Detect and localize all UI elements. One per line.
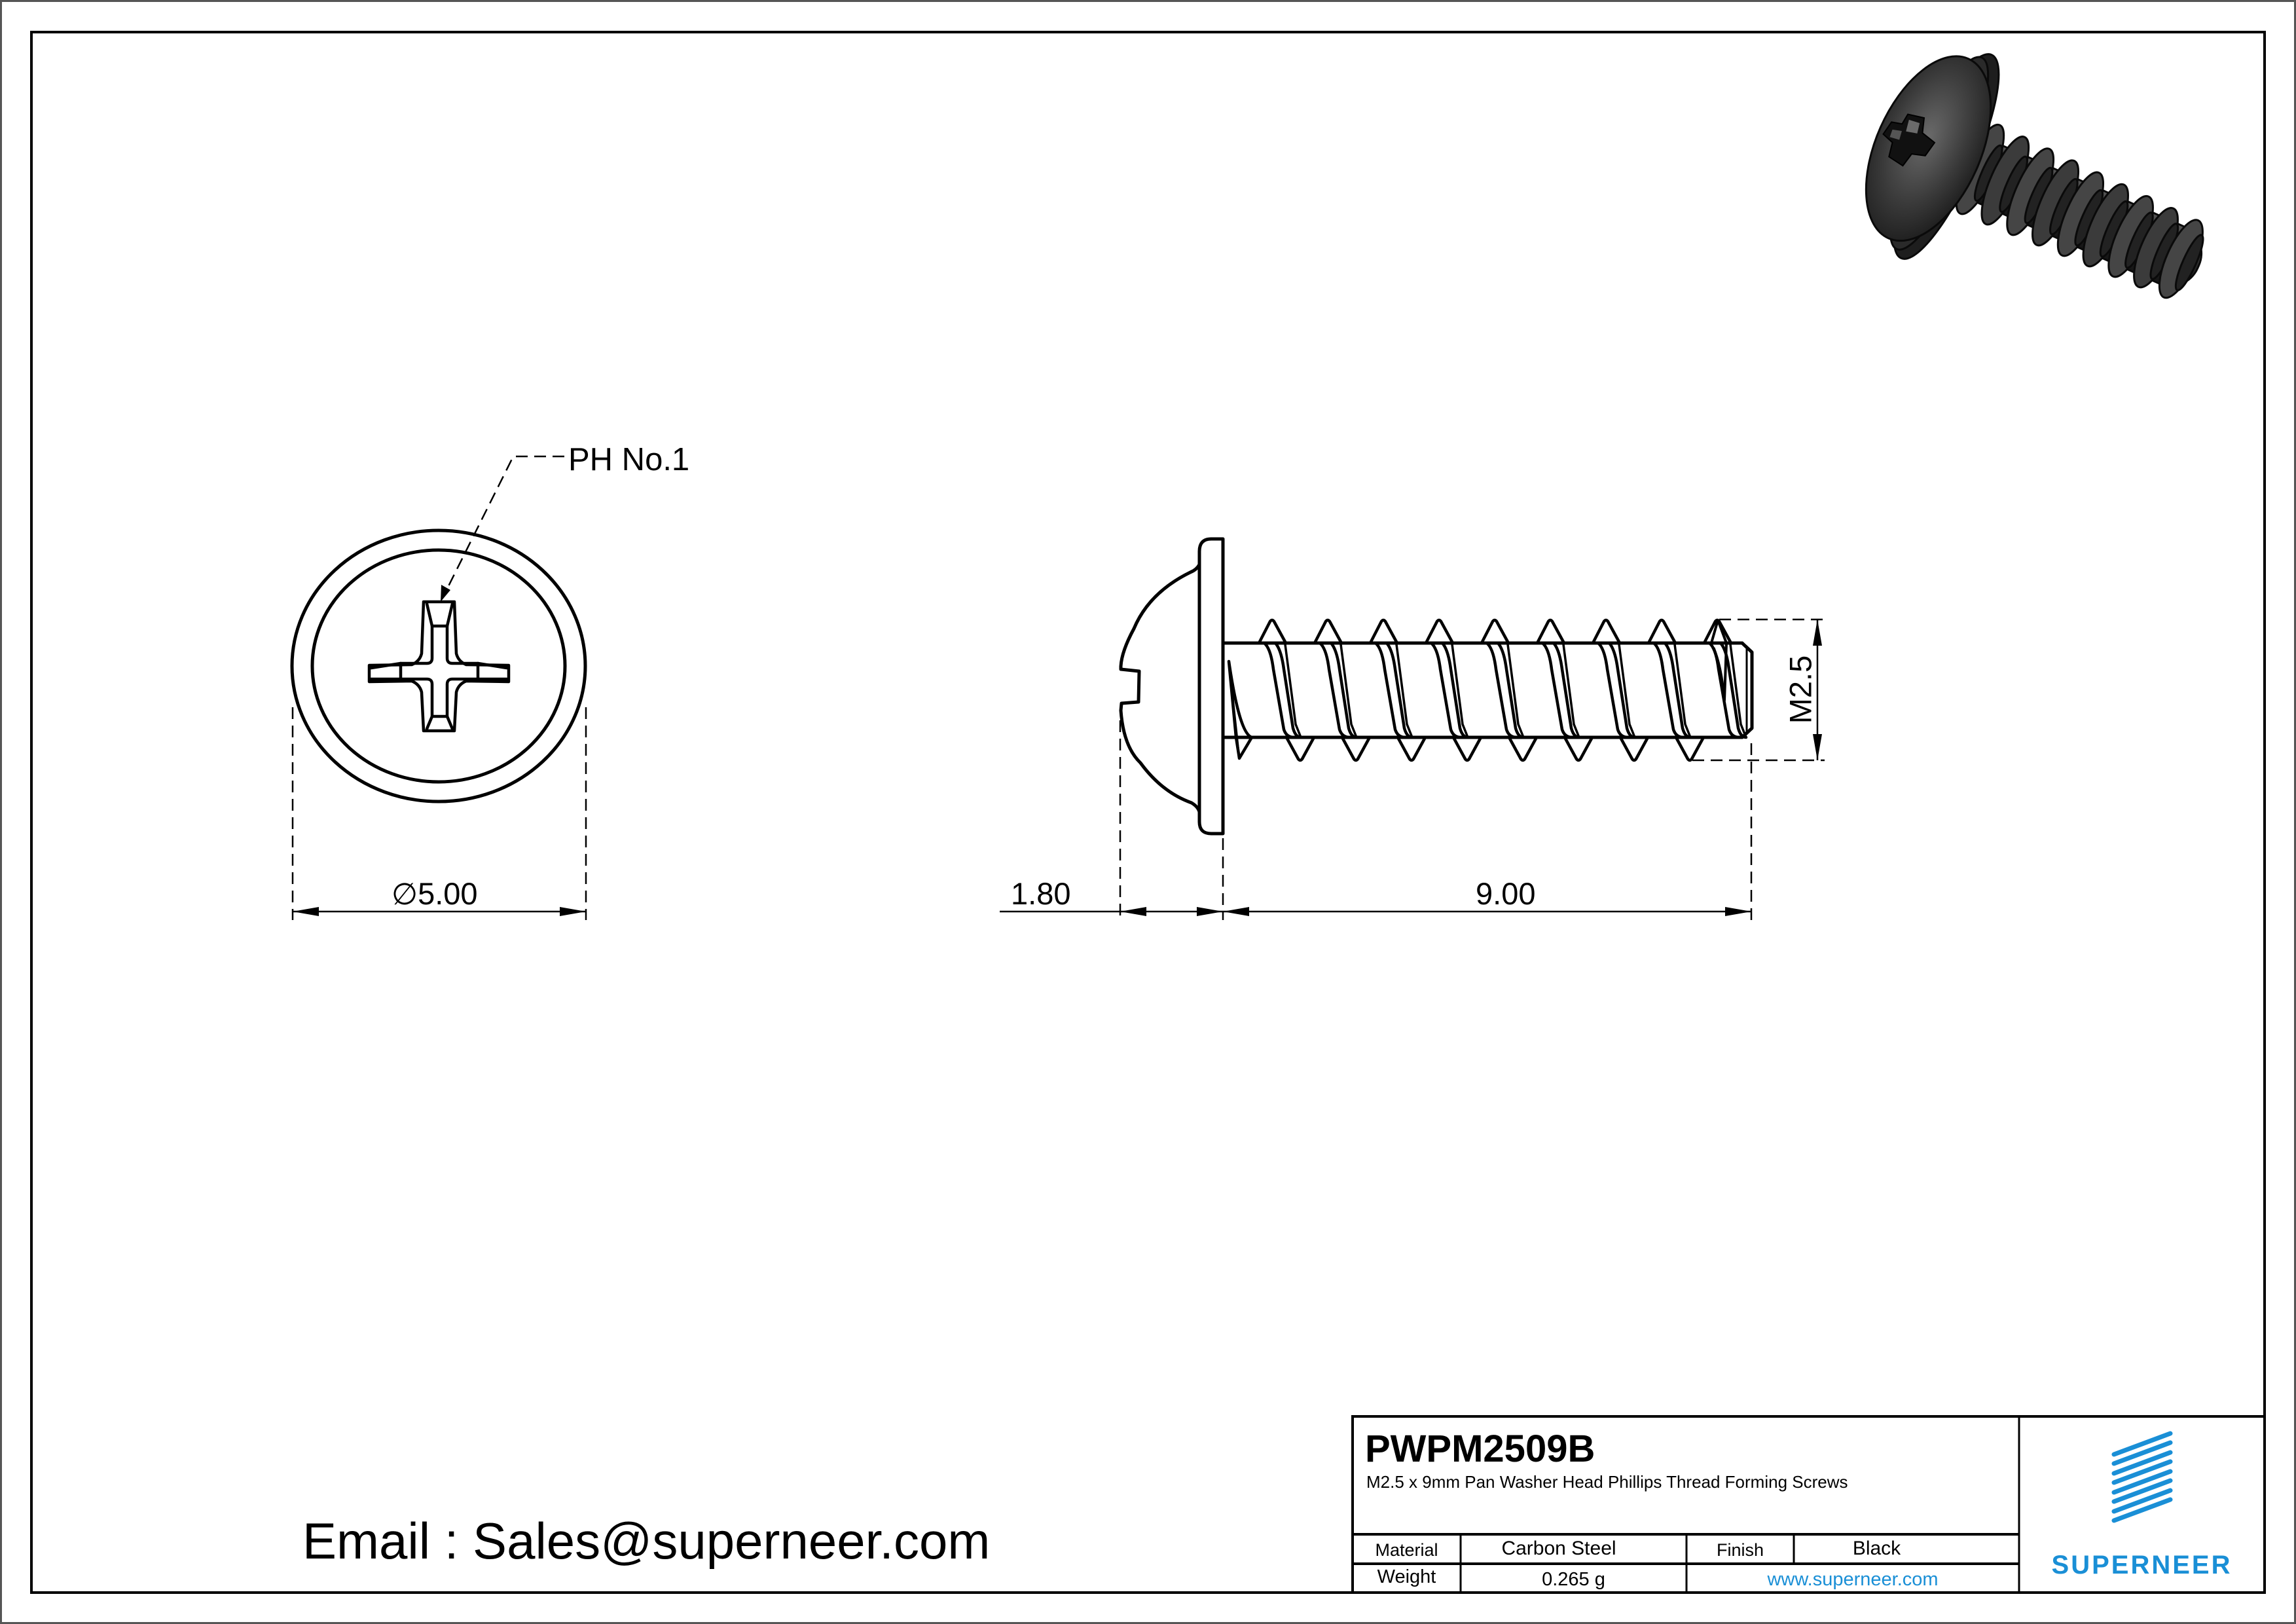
washer-flange bbox=[1197, 537, 1225, 836]
thread-profile bbox=[1227, 618, 1748, 762]
head-height-dimension-label: 1.80 bbox=[1011, 876, 1071, 911]
part-number: PWPM2509B bbox=[1365, 1428, 1595, 1470]
brand-wordmark: SUPERNEER bbox=[2051, 1551, 2232, 1579]
weight-value: 0.265 g bbox=[1542, 1568, 1605, 1590]
drive-leader-line bbox=[444, 455, 564, 593]
washer-outline bbox=[290, 528, 587, 803]
contact-email[interactable]: Email : Sales@superneer.com bbox=[302, 1512, 991, 1570]
length-dimension-label: 9.00 bbox=[1476, 876, 1536, 911]
part-description: M2.5 x 9mm Pan Washer Head Phillips Thre… bbox=[1366, 1472, 1848, 1492]
head-outline bbox=[310, 548, 567, 784]
side-view bbox=[1000, 537, 1825, 920]
diameter-dimension-label: ∅5.00 bbox=[392, 878, 478, 909]
phillips-recess-icon bbox=[367, 600, 511, 733]
finish-value: Black bbox=[1852, 1537, 1901, 1559]
thread-size-dimension-label: M2.5 bbox=[1783, 655, 1818, 724]
material-value: Carbon Steel bbox=[1501, 1537, 1616, 1559]
striped-parallelogram-logo-icon bbox=[2111, 1431, 2173, 1523]
title-block bbox=[1351, 1415, 2266, 1594]
diameter-value: 5.00 bbox=[418, 876, 478, 911]
screw-3d-render bbox=[1865, 53, 2204, 299]
top-view bbox=[290, 455, 587, 920]
website-link[interactable]: www.superneer.com bbox=[1767, 1568, 1939, 1590]
diameter-symbol-icon: ∅ bbox=[392, 877, 418, 911]
finish-label: Finish bbox=[1716, 1540, 1764, 1560]
weight-label: Weight bbox=[1377, 1566, 1436, 1587]
material-label: Material bbox=[1375, 1540, 1438, 1560]
drive-type-label: PH No.1 bbox=[568, 442, 690, 477]
leader-arrowhead bbox=[441, 585, 450, 602]
inner-drawing-frame bbox=[30, 31, 2266, 1594]
pan-head-dome bbox=[1119, 563, 1201, 814]
